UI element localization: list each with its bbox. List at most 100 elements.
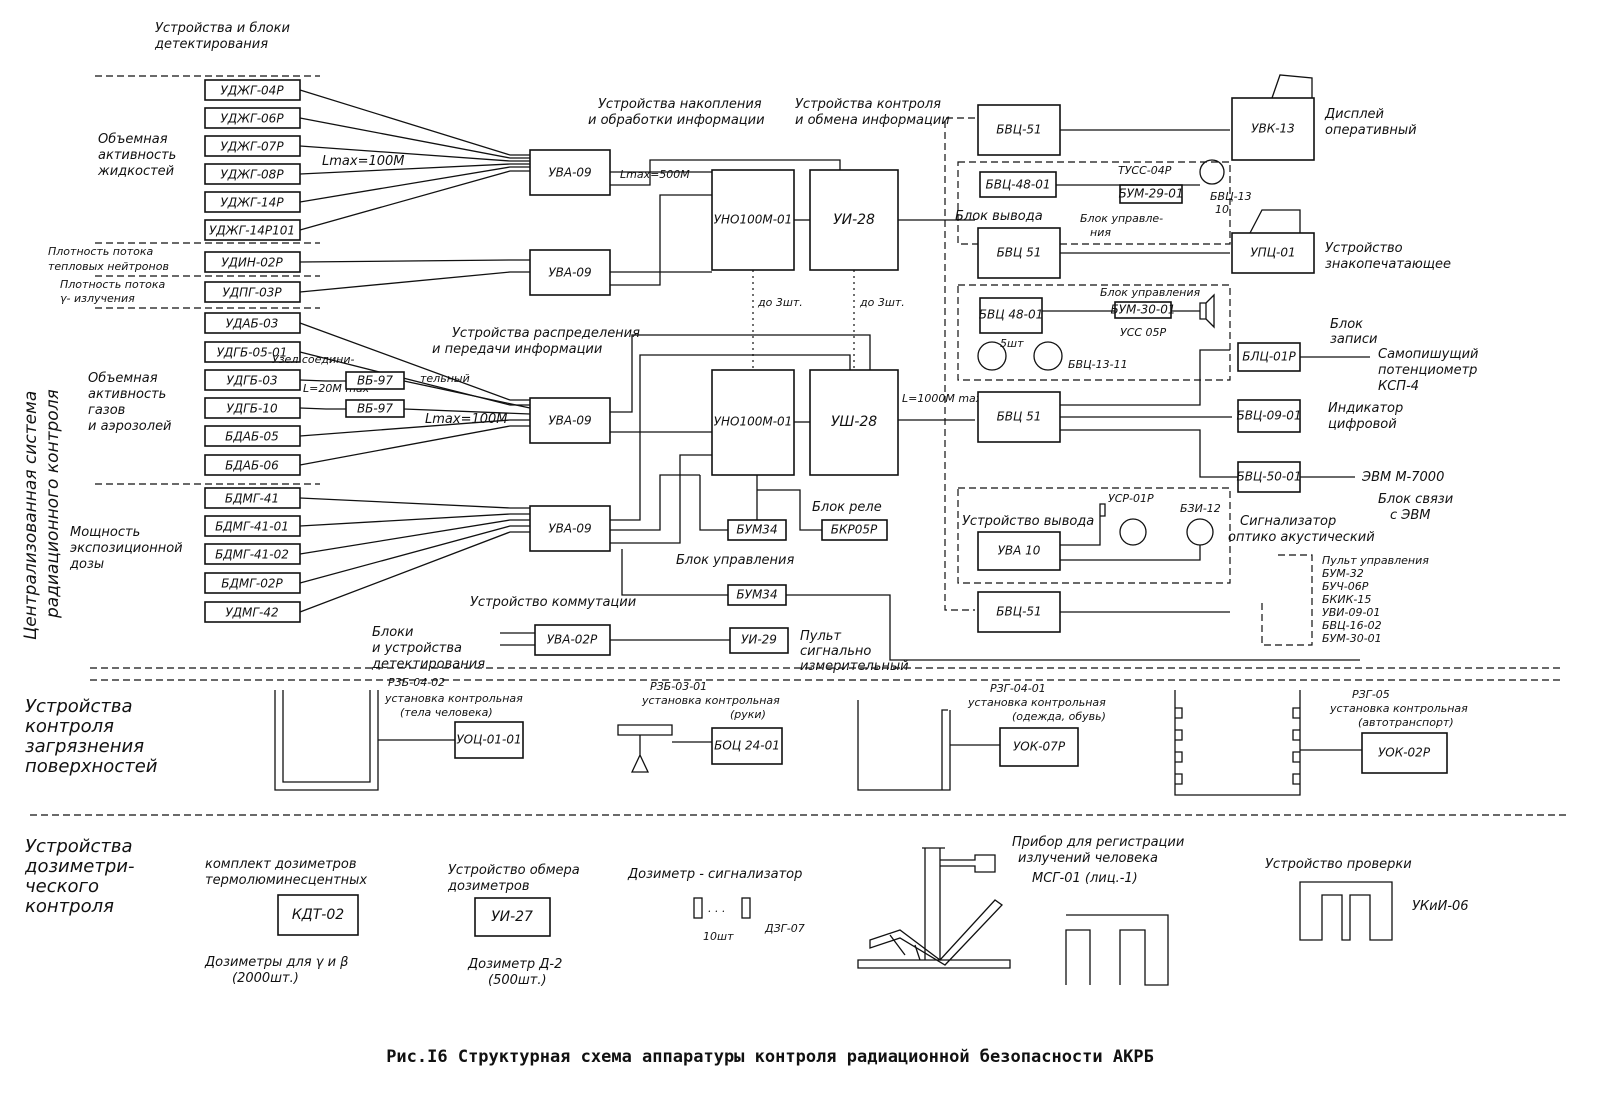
detection-header-l1: Устройства и блоки <box>155 21 290 36</box>
msg-model-label: МСГ-01 (лиц.-1) <box>1032 871 1138 886</box>
main-connections <box>90 159 1560 681</box>
uva-09-box-1 <box>529 149 611 196</box>
signal-model-label: ДЗГ-07 <box>764 922 805 935</box>
detector-label-3: УДЖГ-07Р <box>220 140 284 154</box>
indicator-label-l2: цифровой <box>1328 417 1397 432</box>
control-panel-outline <box>1261 554 1313 646</box>
accumulation-header-l1: Устройства накопления <box>598 97 762 112</box>
group-gases-l4: и аэрозолей <box>88 419 172 434</box>
detector-label-13: БДАБ-05 <box>225 430 279 444</box>
kdt-title-l2: термолюминесцентных <box>205 873 367 888</box>
accumulation-header-l2: и обработки информации <box>588 113 765 128</box>
uvk-13-box <box>1231 97 1315 161</box>
detector-link-5 <box>299 166 530 203</box>
uva-10-box <box>977 531 1061 571</box>
bvc-13-11-label: БВЦ-13-11 <box>1068 358 1128 371</box>
ui-29-box <box>729 627 789 654</box>
uva-09-label-2: УВА-09 <box>548 266 591 280</box>
vb97-link-2 <box>403 408 531 415</box>
uva-02r-box <box>534 624 611 656</box>
control-block-a-l1: Блок управле- <box>1080 212 1163 225</box>
upto-label-2: до 3шт. <box>859 296 905 309</box>
bvc-48-01-label: БВЦ-48-01 <box>986 178 1051 192</box>
uvk-13-label: УВК-13 <box>1251 122 1295 136</box>
detector-link-10 <box>299 351 530 406</box>
bvc-51-label-4: БВЦ-51 <box>996 605 1041 619</box>
indicator-label-l1: Индикатор <box>1328 401 1403 416</box>
uno100m-label-1: УНО100М-01 <box>714 213 793 227</box>
body-monitor-icon <box>274 690 379 791</box>
system-vertical-l2: радиационного контроля <box>43 389 63 619</box>
dosimeter-dots: . . . <box>708 902 725 915</box>
uva-09-label-1: УВА-09 <box>548 166 591 180</box>
lamp-icon-3 <box>1033 341 1063 371</box>
dosimeter-icon-2 <box>741 897 751 919</box>
printer-label-l2: знакопечатающее <box>1325 257 1451 272</box>
evm-label: ЭВМ М-7000 <box>1361 470 1444 485</box>
bvc-48-01-box-2 <box>979 297 1043 334</box>
detector-label-6: УДЖГ-14Р101 <box>209 224 295 238</box>
uva-10-label: УВА 10 <box>998 544 1041 558</box>
blc-01r-box <box>1237 342 1301 372</box>
dosimetry-title-l3: ческого <box>25 876 99 897</box>
group-dose: Мощность экспозиционной дозы <box>69 525 183 572</box>
check-device-icon <box>1299 881 1393 941</box>
bvc-51-box-4 <box>977 591 1061 633</box>
detector-link-6 <box>299 170 530 231</box>
signal-label-l2: оптико акустический <box>1228 530 1375 545</box>
panel-l3: БУЧ-06Р <box>1322 580 1369 593</box>
dosimetry-title-l4: контроля <box>25 896 114 917</box>
ui27-title-l2: дозиметров <box>447 879 530 894</box>
vb97-label-1: ВБ-97 <box>357 374 393 388</box>
control-exchange-header-l2: и обмена информации <box>795 113 950 128</box>
check-device-model: УКиИ-06 <box>1412 899 1469 914</box>
detector-link-14 <box>299 425 530 466</box>
tuss-dashed-group <box>957 161 1231 245</box>
group-gases: Объемная активность газов и аэрозолей <box>88 371 172 434</box>
uno100m-box-1 <box>711 169 795 271</box>
lmax-gases: Lmax=100М <box>425 412 508 427</box>
lamp-icon-1 <box>1199 159 1225 185</box>
plotter-label-l1: Самопишущий <box>1378 347 1478 362</box>
lmax-liquids: Lmax=100М <box>322 154 405 169</box>
surface-desc-3-l1: установка контрольная <box>967 696 1106 709</box>
usr-label: УСР-01Р <box>1108 492 1154 505</box>
bvc-51-box-2 <box>977 227 1061 279</box>
figure-caption: Рис.I6 Структурная схема аппаратуры конт… <box>386 1047 1154 1067</box>
uva-09-box-4 <box>529 505 611 552</box>
vehicle-sensors-icon <box>1175 707 1300 785</box>
detector-link-16 <box>299 513 530 527</box>
hand-monitor-icon <box>617 724 673 773</box>
detector-link-3 <box>299 145 530 162</box>
vb97-box-1 <box>345 371 405 390</box>
evm-link-l2: с ЭВМ <box>1390 508 1431 523</box>
detector-label-1: УДЖГ-04Р <box>220 84 284 98</box>
surface-desc-3-l2: (одежда, обувь) <box>1012 710 1106 723</box>
bvc-48-01-box <box>979 171 1057 198</box>
detector-label-4: УДЖГ-08Р <box>220 168 284 182</box>
dosimetry-title-l2: дозиметри- <box>24 856 135 877</box>
surface-model-2: РЗБ-03-01 <box>650 680 707 693</box>
panel-l2: БУМ-32 <box>1322 567 1364 580</box>
control-block-b-label: Блок управления <box>1100 286 1200 299</box>
vb97-link-1 <box>403 380 531 409</box>
detector-label-7: УДИН-02Р <box>221 256 283 270</box>
record-label-l1: Блок <box>1330 317 1363 332</box>
uok-02r-label: УОК-02Р <box>1378 746 1431 760</box>
detector-link-2 <box>299 117 530 159</box>
boc-24-01-box <box>711 727 783 765</box>
surface-model-4: РЗГ-05 <box>1352 688 1390 701</box>
control-block-a-l2: ния <box>1090 226 1111 239</box>
detector-label-5: УДЖГ-14Р <box>220 196 284 210</box>
bum34-label-2: БУМ34 <box>736 588 777 602</box>
detector-link-9 <box>299 322 530 401</box>
surface-title-l3: загрязнения <box>25 736 144 757</box>
output-dashed-group <box>957 487 1231 584</box>
five-label: 5шт <box>1000 337 1024 350</box>
ui-28-box-2 <box>809 369 899 476</box>
display-icon <box>1271 74 1313 99</box>
tuss-label: ТУСС-04Р <box>1118 164 1172 177</box>
human-counter-icon <box>857 847 1011 969</box>
detector-label-16: БДМГ-41-01 <box>215 520 289 534</box>
